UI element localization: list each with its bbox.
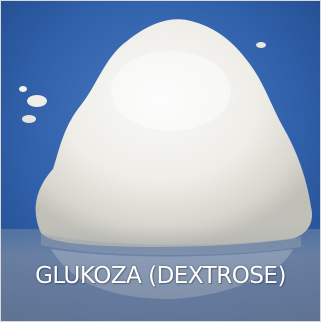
pile-reflection [51,249,293,299]
product-caption: GLUKOZA (DEXTROSE) [35,263,286,289]
powder-clump [22,115,36,123]
pile-base-shadow [41,233,301,256]
powder-clump [256,42,266,48]
pile-highlight [111,51,231,131]
powder-heap [35,19,313,247]
caption-band [1,227,320,321]
powder-clump [27,95,47,107]
powder-clump [19,86,27,92]
